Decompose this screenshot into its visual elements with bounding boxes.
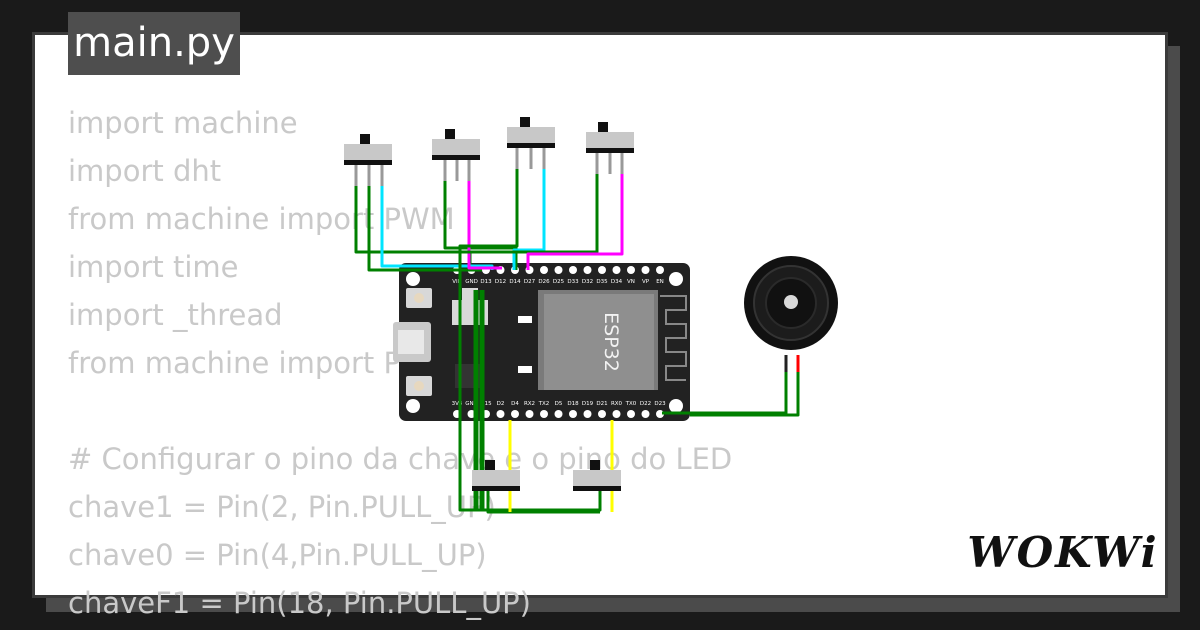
pin-label: D4	[511, 401, 519, 407]
code-line: from machine import PWM	[68, 202, 455, 236]
pin-hole[interactable]	[598, 410, 606, 418]
pin-label: RX2	[524, 401, 535, 407]
pin-hole[interactable]	[656, 266, 664, 274]
pin-hole[interactable]	[627, 266, 635, 274]
pin-label: D15	[480, 401, 492, 407]
pin-label: D32	[582, 279, 593, 285]
slide-switch-3[interactable]	[507, 117, 555, 169]
pin-hole[interactable]	[612, 410, 621, 418]
pin-hole[interactable]	[525, 410, 534, 418]
pin-label: VN	[627, 279, 635, 285]
pin-label: D14	[509, 279, 521, 285]
pin-hole[interactable]	[598, 266, 606, 274]
pin-label: D12	[495, 279, 506, 285]
wokwi-logo[interactable]: WOKWi	[967, 528, 1158, 577]
slide-switch-1[interactable]	[344, 134, 392, 186]
pin-label: VIN	[452, 279, 462, 285]
pin-hole[interactable]	[496, 410, 505, 418]
pin-label: EN	[656, 279, 664, 285]
pin-label: GND	[465, 401, 478, 407]
pin-hole[interactable]	[554, 266, 563, 274]
pin-label: TX2	[538, 401, 550, 407]
pin-label: D5	[555, 401, 563, 407]
pin-label: TX0	[625, 401, 637, 407]
wires	[354, 168, 800, 514]
pin-hole[interactable]	[569, 266, 577, 274]
pin-label: GND	[465, 279, 478, 285]
pin-label: D35	[596, 279, 608, 285]
pin-label: D25	[553, 279, 565, 285]
code-line: import _thread	[68, 298, 283, 332]
pin-label: D22	[640, 401, 651, 407]
code-line: import time	[68, 250, 239, 284]
pin-hole[interactable]	[612, 266, 621, 274]
pin-hole[interactable]	[511, 410, 519, 418]
pin-label: D26	[538, 279, 550, 285]
pin-label: D34	[611, 279, 623, 285]
slide-switch-5[interactable]	[472, 460, 520, 491]
pin-hole[interactable]	[641, 410, 650, 418]
pin-hole[interactable]	[540, 410, 548, 418]
pin-label: D19	[582, 401, 594, 407]
code-line: import dht	[68, 154, 222, 188]
pin-label: RX0	[611, 401, 623, 407]
code-line: chave1 = Pin(2, Pin.PULL_UP)	[68, 490, 496, 524]
pin-label: D21	[596, 401, 607, 407]
pin-hole[interactable]	[627, 410, 635, 418]
code-line: from machine import Pin	[68, 346, 427, 380]
pin-label: D2	[497, 401, 505, 407]
slide-switch-6[interactable]	[573, 460, 621, 491]
code-line: # Configurar o pino da chave e o pino do…	[68, 442, 733, 476]
pin-label: D13	[480, 279, 492, 285]
code-line: chave0 = Pin(4,Pin.PULL_UP)	[68, 538, 487, 572]
pin-label: VP	[642, 279, 650, 285]
pin-label: D27	[524, 279, 536, 285]
pin-label: D23	[654, 401, 666, 407]
code-editor[interactable]: import machine import dht from machine imp…	[68, 99, 732, 627]
pin-hole[interactable]	[569, 410, 577, 418]
pin-hole[interactable]	[583, 410, 592, 418]
pin-hole[interactable]	[641, 266, 650, 274]
code-line: chaveF1 = Pin(18, Pin.PULL_UP)	[68, 586, 531, 620]
pin-hole[interactable]	[583, 266, 592, 274]
slide-switch-4[interactable]	[586, 122, 634, 174]
pin-hole[interactable]	[554, 410, 563, 418]
slide-switch-2[interactable]	[432, 129, 480, 181]
pin-hole[interactable]	[540, 266, 548, 274]
chip-label: ESP32	[600, 312, 622, 372]
pin-label: D33	[567, 279, 579, 285]
pin-label: D18	[567, 401, 579, 407]
code-line: import machine	[68, 106, 298, 140]
pin-label: 3V3	[452, 401, 463, 407]
buzzer[interactable]	[744, 256, 838, 350]
file-tab[interactable]: main.py	[68, 12, 240, 75]
